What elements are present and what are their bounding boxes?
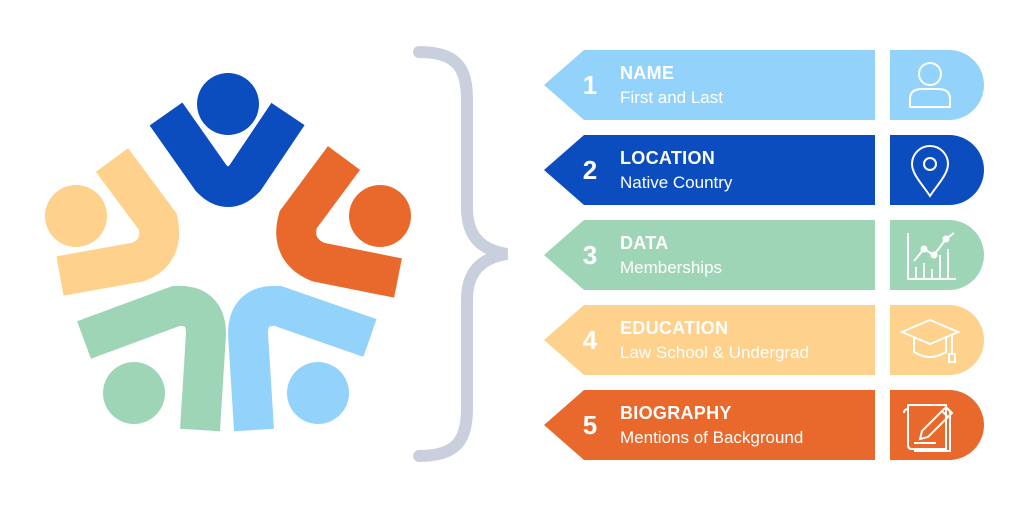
row-number: 4 [582,325,598,355]
row-title: EDUCATION [620,318,729,338]
graduation-cap-icon [900,318,960,363]
arrow-banner [544,390,875,460]
row-number: 5 [582,410,598,440]
person-icon [909,62,951,108]
info-row-location: 2 LOCATION Native Country [544,135,984,205]
line-chart-icon [907,232,956,280]
figure-bottom-right-lightblue [227,285,377,432]
arrow-banner [544,50,875,120]
info-row-name: 1 NAME First and Last [544,50,984,120]
people-circle-logo [45,73,411,432]
row-subtitle: Mentions of Background [620,428,804,447]
figure-left-yellow [45,148,179,296]
info-row-data: 3 DATA Memberships [544,220,984,290]
row-subtitle: First and Last [620,88,723,107]
icon-tile [890,390,984,460]
row-title: BIOGRAPHY [620,403,732,423]
pencil-paper-icon [903,404,954,452]
row-subtitle: Law School & Undergrad [620,343,810,362]
icon-tile [890,135,984,205]
icon-tile [890,50,984,120]
row-subtitle: Native Country [620,173,733,192]
row-number: 2 [582,155,598,185]
row-number: 1 [582,70,598,100]
icon-tile [890,305,984,375]
row-number: 3 [582,240,598,270]
row-title: DATA [620,233,669,253]
curly-brace [413,46,509,462]
row-title: LOCATION [620,148,716,168]
row-title: NAME [620,63,675,83]
arrow-banner [544,305,875,375]
map-pin-icon [910,145,950,198]
arrow-banner [544,135,875,205]
row-subtitle: Memberships [620,258,723,277]
icon-tile [890,220,984,290]
figure-bottom-left-green [77,285,227,432]
figure-top-blue [149,73,305,207]
figure-right-orange [276,146,411,298]
arrow-banner [544,220,875,290]
info-row-education: 4 EDUCATION Law School & Undergrad [544,305,984,375]
info-row-biography: 5 BIOGRAPHY Mentions of Background [544,390,984,460]
